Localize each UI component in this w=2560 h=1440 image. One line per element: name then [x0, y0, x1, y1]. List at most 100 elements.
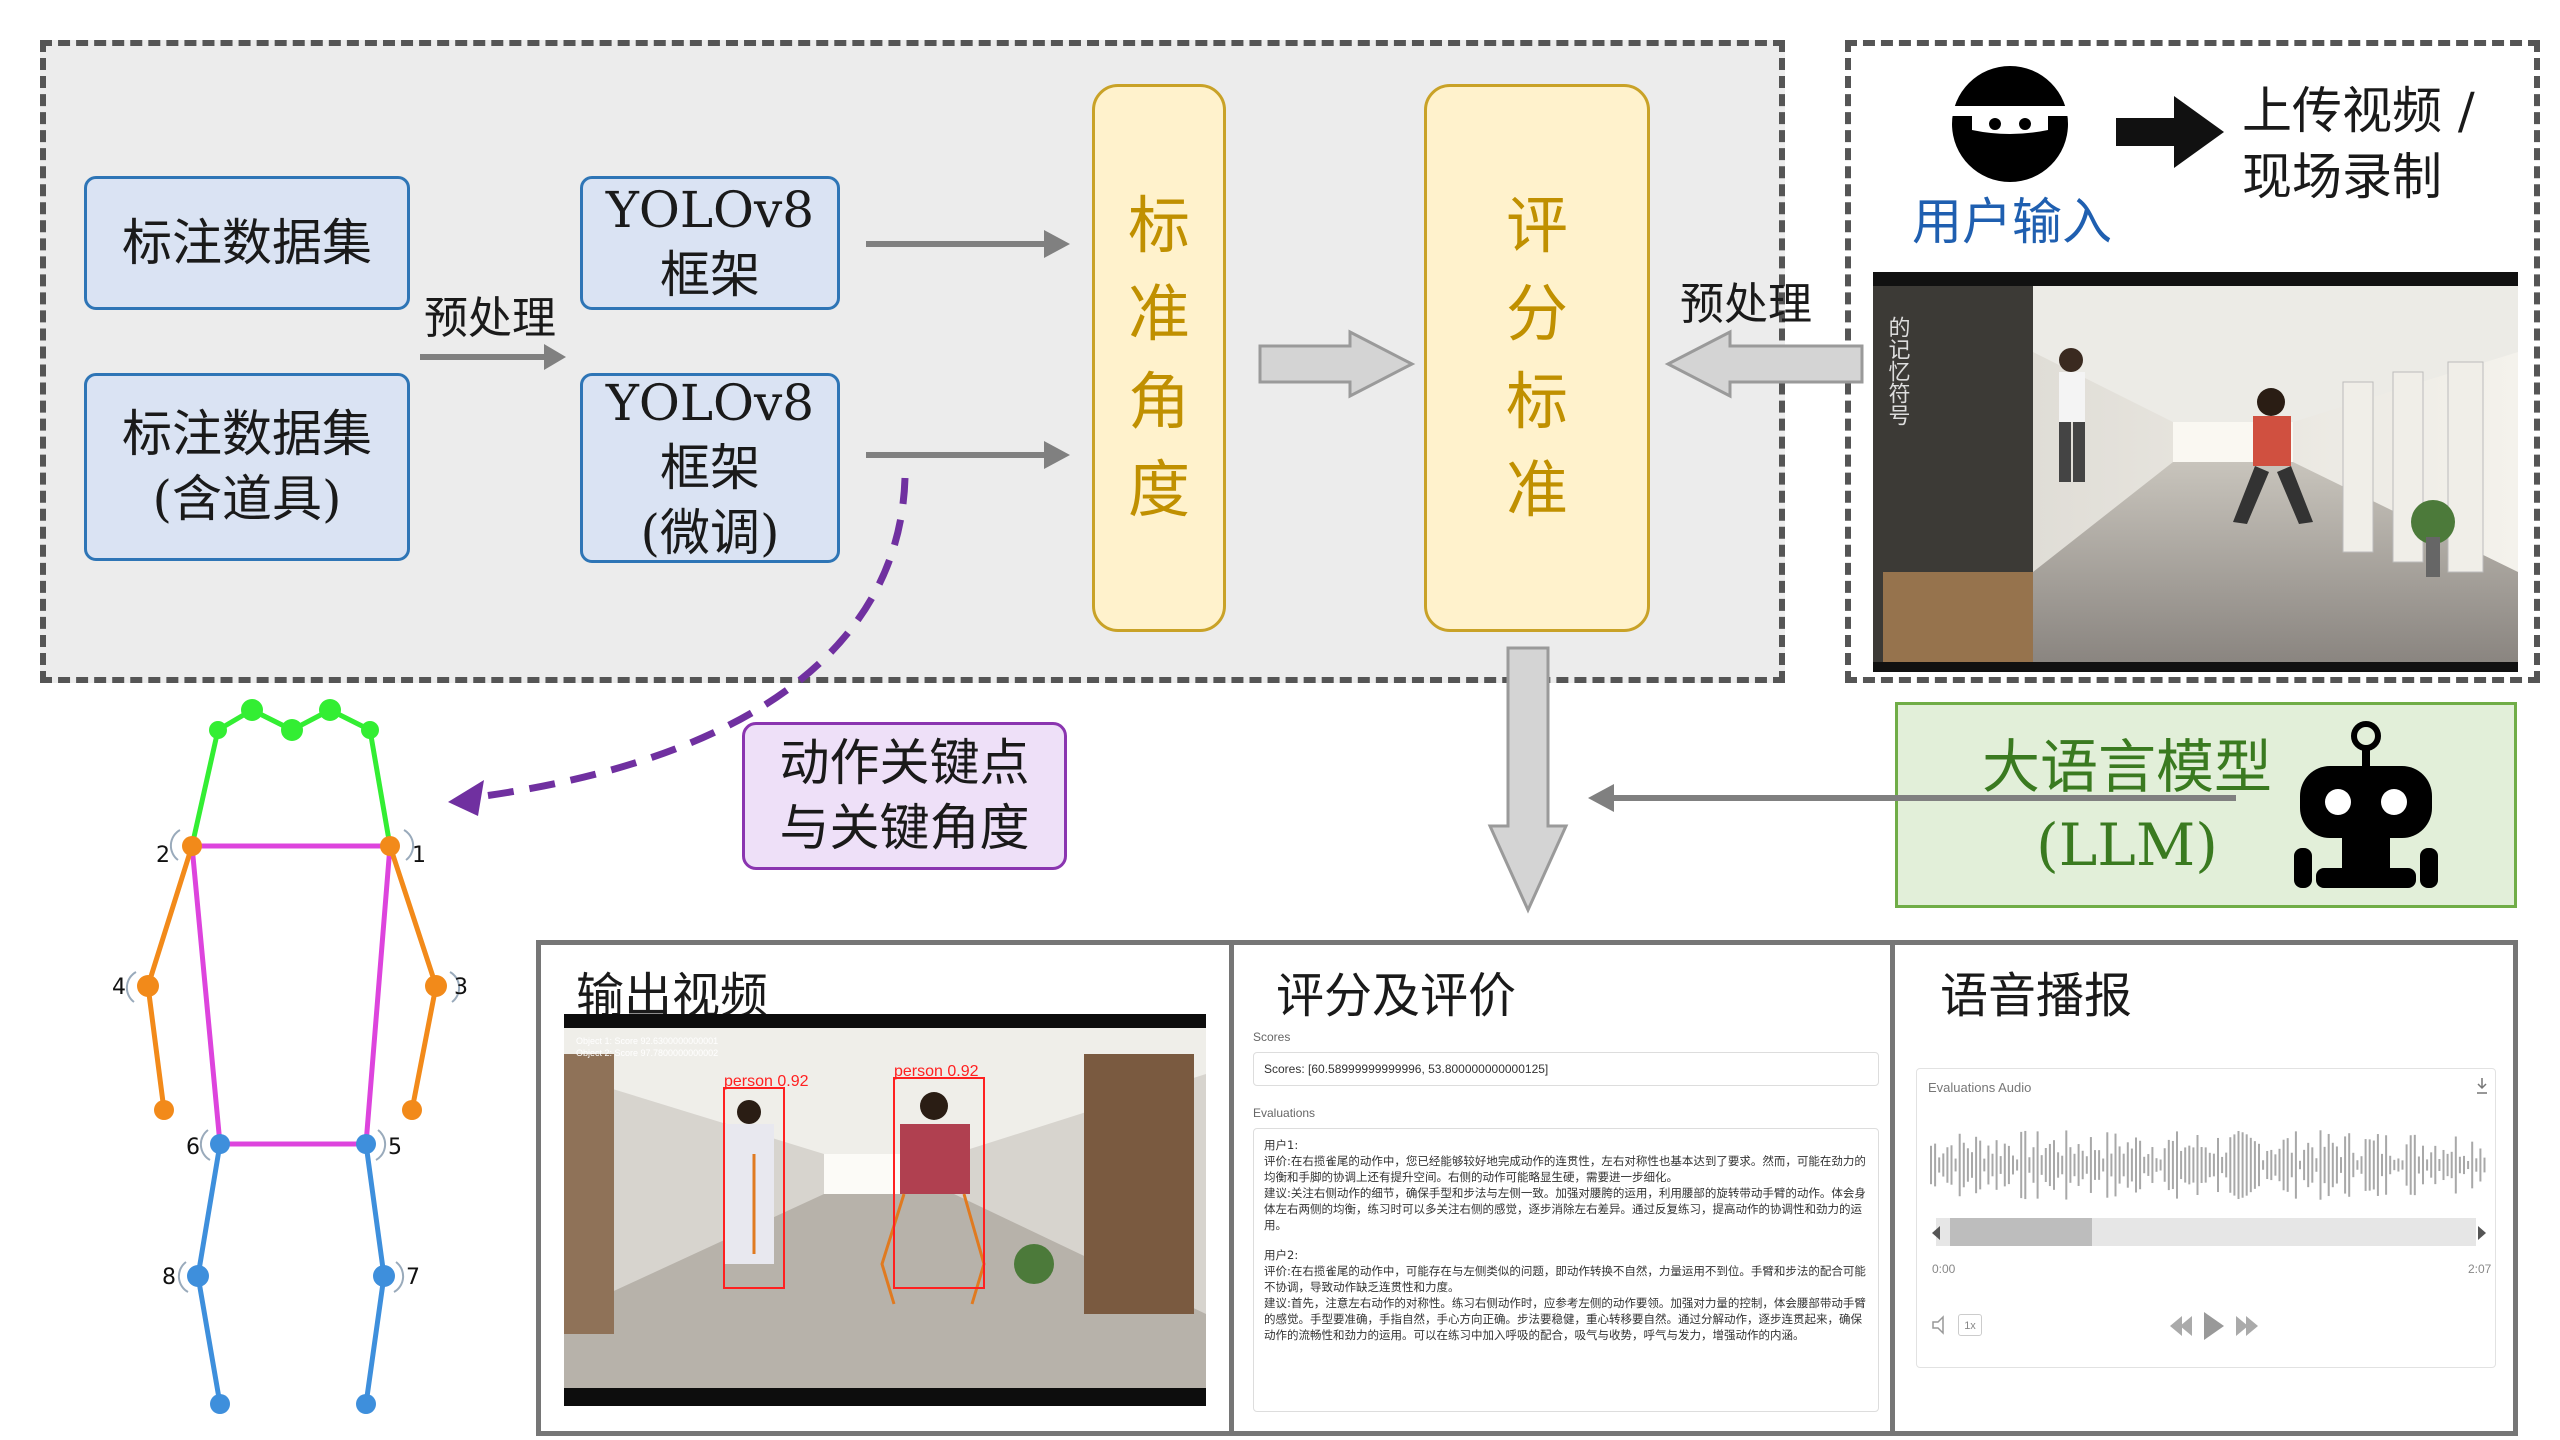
waveform-bar	[2192, 1147, 2195, 1183]
waveform-bar	[2114, 1133, 2117, 1197]
video-score-line-2: Object 2: Score 97.7800000000002	[576, 1048, 718, 1058]
waveform-bar	[2126, 1142, 2129, 1188]
evaluations-textarea[interactable]: 用户1: 评价:在右揽雀尾的动作中，您已经能够较好地完成动作的连贯性，左右对称性…	[1253, 1128, 1879, 1412]
waveform-bar	[2381, 1153, 2383, 1177]
waveform-bar	[2335, 1146, 2338, 1184]
waveform-bar	[2405, 1144, 2408, 1186]
audio-controls	[2170, 1312, 2258, 1340]
detection-label-1: person 0.92	[724, 1073, 809, 1090]
waveform-bar	[2299, 1160, 2301, 1170]
waveform-bar	[2442, 1149, 2445, 1181]
scores-field[interactable]: Scores: [60.58999999999996, 53.800000000…	[1253, 1052, 1879, 1086]
evaluations-label: Evaluations	[1253, 1106, 1316, 1120]
input-video-wall-text: 的记忆符号	[1885, 316, 1911, 426]
audio-download-icon[interactable]	[2474, 1076, 2490, 1096]
play-icon[interactable]	[2204, 1312, 2224, 1340]
waveform-bar	[2307, 1142, 2310, 1188]
waveform-bar	[2048, 1143, 2051, 1187]
waveform-bar	[2085, 1156, 2088, 1174]
waveform-bar	[2471, 1141, 2474, 1189]
waveform-bar	[2040, 1155, 2043, 1175]
waveform-bar	[2438, 1159, 2441, 1171]
waveform-bar	[2458, 1156, 2461, 1174]
waveform-bar	[2077, 1144, 2080, 1186]
waveform-bar	[2225, 1152, 2228, 1178]
waveform-bar	[2094, 1150, 2096, 1180]
output-video-frame[interactable]: person 0.92 person 0.92 Object 1: Score …	[564, 1014, 1206, 1406]
waveform-bar	[1991, 1153, 1994, 1177]
waveform-bar	[2061, 1155, 2064, 1175]
waveform-bar	[2389, 1155, 2392, 1175]
waveform-bar	[2417, 1156, 2420, 1174]
waveform-bar	[1934, 1143, 1937, 1187]
block-arrow-angle-score	[1258, 329, 1416, 399]
waveform-bar	[2163, 1148, 2166, 1182]
waveform-bar	[1942, 1153, 1945, 1177]
waveform-bar	[1950, 1145, 1953, 1185]
keypoint-num-8: 8	[162, 1265, 176, 1290]
waveform-bar	[1962, 1142, 1965, 1188]
yolov8-finetune-box: YOLOv8 框架 (微调)	[580, 373, 840, 563]
waveform-bar	[2053, 1140, 2055, 1190]
waveform-bar	[2253, 1141, 2256, 1189]
waveform-bar	[2385, 1135, 2388, 1195]
user1-title: 用户1:	[1264, 1138, 1299, 1152]
waveform-bar	[2159, 1159, 2162, 1171]
waveform-bar	[2118, 1146, 2121, 1184]
waveform-bar	[2151, 1147, 2154, 1183]
waveform-bar	[2450, 1151, 2453, 1179]
waveform-bar	[2327, 1133, 2330, 1197]
waveform-bar	[2430, 1152, 2433, 1178]
waveform-bar	[2270, 1149, 2273, 1181]
waveform-bar	[2204, 1147, 2207, 1183]
preprocess-label-right: 预处理	[1680, 279, 1812, 330]
dashed-arrow-keypoints	[469, 477, 909, 802]
fast-forward-icon[interactable]	[2236, 1316, 2258, 1336]
waveform-bar	[2233, 1134, 2236, 1196]
waveform-bar	[2212, 1153, 2215, 1177]
waveform-bar	[2294, 1131, 2297, 1199]
waveform-bar	[2376, 1134, 2379, 1196]
user-face-icon	[1950, 66, 2070, 182]
waveform-bar	[1938, 1157, 1941, 1173]
waveform-bar	[2479, 1148, 2482, 1182]
waveform-bar	[1966, 1148, 1969, 1182]
keypoint-num-6: 6	[186, 1135, 200, 1160]
waveform-bar	[2319, 1130, 2322, 1200]
user-input-label: 用户输入	[1912, 193, 2112, 251]
keypoint-num-5: 5	[388, 1135, 402, 1160]
waveform-bar	[2012, 1155, 2014, 1175]
waveform-bar	[2393, 1159, 2396, 1171]
waveform-bar	[1958, 1133, 1961, 1197]
waveform-bar	[2143, 1156, 2146, 1174]
waveform-bar	[2180, 1150, 2183, 1180]
waveform-bar	[2122, 1153, 2125, 1177]
playback-speed-button[interactable]: 1x	[1958, 1314, 1982, 1336]
volume-icon[interactable]	[1930, 1314, 1952, 1336]
waveform-bar	[2102, 1158, 2105, 1172]
waveform-bar	[2184, 1147, 2187, 1183]
skeleton-diagram: 1 2 3 4 5 6 7 8	[112, 699, 468, 1414]
waveform-bar	[1930, 1145, 1932, 1185]
evaluation-panel	[1229, 940, 1895, 1436]
waveform-bar	[2003, 1143, 2006, 1187]
waveform-bar	[2348, 1133, 2351, 1197]
waveform-bar	[2147, 1154, 2150, 1176]
waveform-bar	[2171, 1140, 2174, 1190]
waveform-bar	[2155, 1158, 2158, 1172]
audio-waveform[interactable]	[1928, 1122, 2488, 1208]
audio-time-start: 0:00	[1932, 1262, 1956, 1276]
waveform-bar	[1995, 1140, 1998, 1190]
waveform-bar	[2057, 1152, 2060, 1178]
upload-record-label: 上传视频 / 现场录制	[2242, 82, 2475, 206]
waveform-bar	[2073, 1153, 2076, 1177]
input-video-frame: 的记忆符号	[1873, 272, 2518, 672]
audio-player	[1916, 1068, 2496, 1368]
standard-angle-box: 标 准 角 度	[1092, 84, 1226, 632]
rewind-icon[interactable]	[2170, 1316, 2192, 1336]
waveform-bar	[2024, 1130, 2027, 1200]
waveform-bar	[2315, 1158, 2318, 1172]
waveform-bar	[2356, 1160, 2359, 1170]
waveform-bar	[2208, 1152, 2211, 1178]
audio-scroll-arrows[interactable]	[1930, 1222, 2490, 1244]
